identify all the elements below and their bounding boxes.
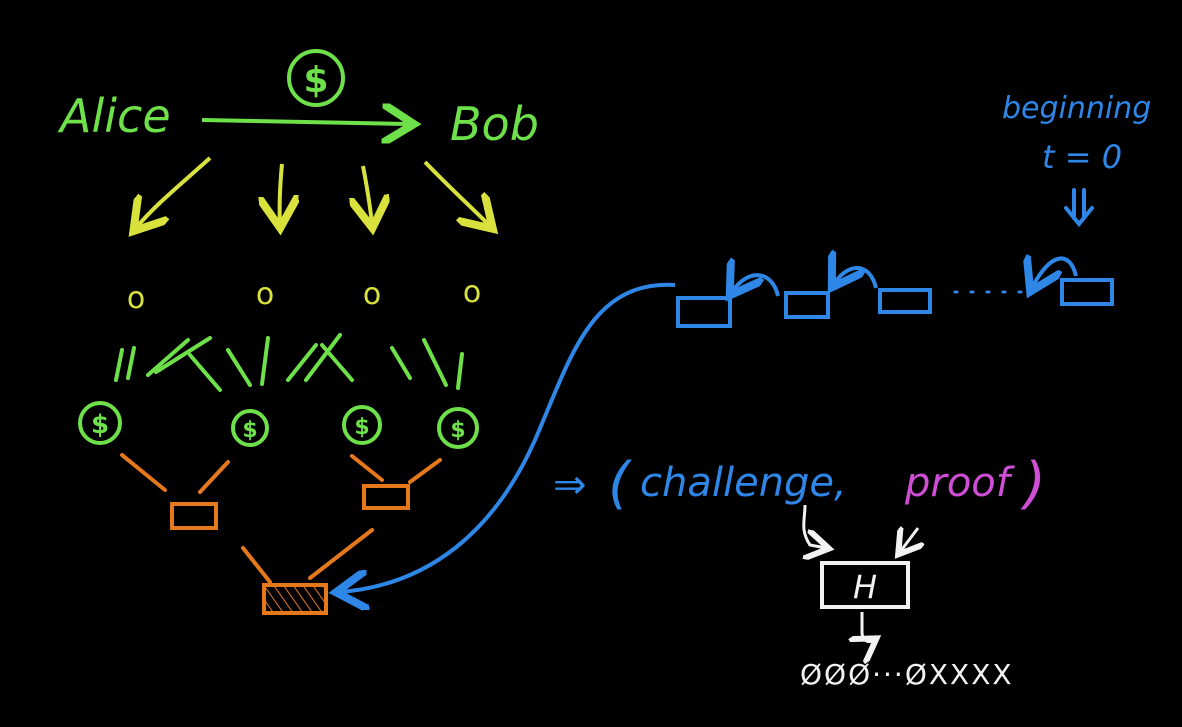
bob-label: Bob [450,97,539,151]
hash-output-label: ØØØ···ØXXXX [800,658,1014,691]
proof-label: proof [904,460,1016,506]
time-zero-label: t = 0 [1042,138,1122,176]
chain-block-1 [676,296,732,328]
network-node-4: o [463,275,481,310]
chain-link-3 [1032,258,1078,288]
chain-link-2 [834,268,878,288]
block-to-chain-curve [340,282,676,592]
network-nodes: o o o o [127,275,481,316]
broadcast-arrow-4 [423,160,490,226]
chain-link-1 [732,275,780,296]
implies-symbol: ⇒ [553,462,587,508]
network-node-1: o [127,281,145,316]
tree-box-left [170,502,218,530]
close-paren: ) [1020,451,1046,516]
node-coin-2-icon: $ [231,409,269,447]
chain-block-genesis [1060,278,1114,306]
alice-label: Alice [57,89,171,143]
network-node-2: o [256,277,274,312]
block-hatched-box [262,583,328,615]
transaction-tree [120,453,442,584]
genesis-down-arrow-icon [1064,188,1094,228]
gossip-connections [114,333,464,392]
challenge-to-hash-arrow [802,504,826,548]
payment-coin-icon: $ [287,49,345,107]
broadcast-arrows [136,156,490,228]
beginning-label: beginning [1002,91,1151,126]
challenge-label: challenge, [640,460,847,506]
chain-block-2 [784,291,830,319]
open-paren: ( [608,451,632,516]
network-node-3: o [363,277,381,312]
broadcast-arrow-2 [280,163,282,224]
hash-function-box: H [820,561,910,609]
blockchain [676,258,1114,328]
payment-arrow [201,120,410,124]
node-coin-4-icon: $ [437,407,479,449]
node-coin-4-symbol: $ [450,418,465,443]
node-coin-3-symbol: $ [354,415,369,440]
node-coin-1-icon: $ [78,401,122,445]
hash-label: H [853,568,877,606]
proof-to-hash-arrow [900,528,918,552]
chain-block-3 [878,288,932,314]
broadcast-arrow-3 [363,165,372,224]
hash-output-arrow [862,612,874,642]
node-coin-1-symbol: $ [91,410,109,440]
tree-box-right [362,484,410,510]
broadcast-arrow-1 [136,156,212,228]
payment-coin-symbol: $ [303,60,328,101]
node-coin-2-symbol: $ [242,418,257,443]
node-coin-3-icon: $ [342,405,382,445]
